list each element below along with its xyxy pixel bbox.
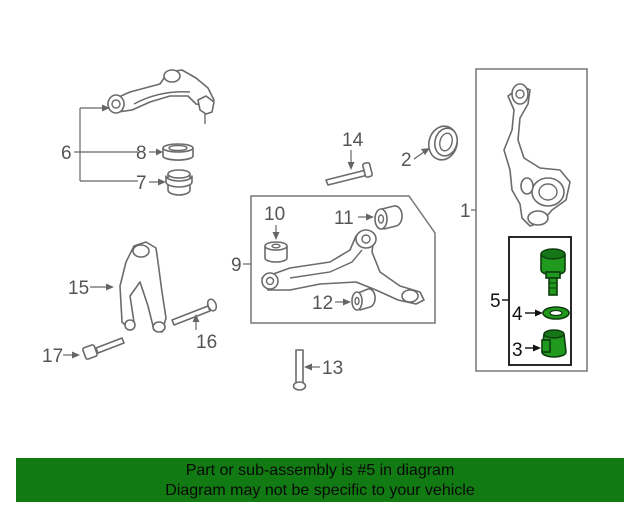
callout-1: 1: [460, 201, 471, 222]
lower-arm-group-box: [250, 195, 436, 324]
seal-2[interactable]: [425, 123, 461, 163]
bushing-8[interactable]: [162, 143, 194, 161]
callout-10: 10: [264, 204, 285, 225]
callout-13: 13: [322, 358, 343, 379]
bushing-12[interactable]: [351, 288, 376, 311]
arrow-head: [343, 298, 351, 306]
knuckle-group-box: [475, 68, 588, 372]
arrow-head: [304, 363, 312, 371]
callout-14: 14: [342, 130, 364, 151]
callout-17: 17: [42, 346, 63, 367]
bolt-16[interactable]: [171, 298, 218, 326]
arrow-head: [533, 344, 541, 352]
snap-ring[interactable]: [542, 306, 570, 320]
bushing-11[interactable]: [374, 205, 403, 230]
boot[interactable]: [541, 329, 567, 358]
bushing-10[interactable]: [264, 241, 288, 263]
arrow-head: [366, 213, 374, 221]
upper-control-arm[interactable]: [107, 69, 215, 124]
steering-knuckle[interactable]: [503, 83, 571, 227]
callout-16: 16: [196, 332, 217, 353]
callout-3: 3: [512, 340, 523, 361]
ball-joint-box: [508, 236, 572, 366]
callout-6: 6: [61, 143, 72, 164]
callout-12: 12: [312, 293, 333, 314]
arrow-head: [535, 309, 543, 317]
callout-7: 7: [136, 173, 147, 194]
bolt-14[interactable]: [325, 161, 373, 186]
arrow-head: [72, 351, 80, 359]
bolt-17[interactable]: [82, 337, 125, 360]
bushing-7[interactable]: [165, 169, 193, 196]
arrow-head: [156, 148, 163, 156]
banner-line-1: Part or sub-assembly is #5 in diagram: [185, 462, 455, 479]
callout-9: 9: [231, 255, 242, 276]
bracket-15[interactable]: [119, 241, 167, 333]
callout-15: 15: [68, 278, 89, 299]
arrow-head: [106, 283, 114, 291]
leader-line: [413, 151, 425, 160]
callout-2: 2: [401, 150, 412, 171]
callout-11: 11: [334, 208, 354, 229]
arrow-head: [347, 162, 355, 170]
callout-4: 4: [512, 304, 523, 325]
callout-5: 5: [490, 291, 501, 312]
info-banner: Part or sub-assembly is #5 in diagram Di…: [16, 458, 624, 502]
arrow-head: [102, 104, 110, 112]
bolt-13[interactable]: [292, 349, 307, 391]
banner-line-2: Diagram may not be specific to your vehi…: [165, 482, 475, 499]
callout-8: 8: [136, 143, 147, 164]
lower-control-arm[interactable]: [261, 229, 425, 305]
arrow-head: [158, 178, 166, 186]
arrow-head: [272, 232, 280, 240]
arrow-head: [421, 148, 430, 155]
arrow-head: [192, 314, 200, 322]
ball-joint[interactable]: [540, 248, 566, 296]
